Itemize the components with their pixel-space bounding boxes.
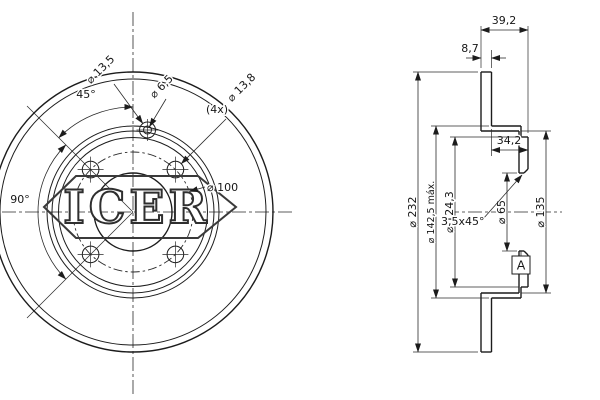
dia-135-label: ⌀ 135 [534,196,547,227]
bolthole-leader [180,118,227,165]
outer-rim-inner-circle [0,78,267,346]
icer-watermark: ICER [42,175,238,239]
dia-6-5-label: ⌀ 6,5 [147,72,176,101]
front-view: ICER 45° 90° ⌀ 13,5 ⌀ 6,5 (4x) ⌀ 13,8 ⌀ … [0,12,294,396]
locating-pin-hole [136,119,159,141]
logo-lens-outline [42,175,238,239]
angle-90-arc [37,144,67,280]
datum-a: A [511,251,531,275]
chamfer-leader [482,174,523,220]
dia-142-label: ⌀ 142,5 máx. [426,181,437,244]
dia-232-label: ⌀ 232 [406,196,419,227]
bore-chamfer-bottom [523,250,529,256]
dia-65-label: ⌀ 65 [495,200,508,224]
outer-diameter-circle [0,71,274,353]
bolt-circle-leader [188,186,206,193]
section-view: 39,2 8,7 34,2 ⌀ 232 ⌀ 142,5 máx. ⌀ 124,3… [405,13,562,353]
chamfer-label: 3,5x45° [441,215,485,228]
bolt-circle [72,151,194,273]
overall-width-label: 39,2 [492,14,517,27]
logo-wordmark: ICER [63,180,210,234]
pinhole-leader [149,98,167,128]
dia-13-5-label: ⌀ 13,5 [84,53,118,87]
bore-chamfer-top [523,168,529,174]
angle-90-label: 90° [10,193,30,206]
counterbore-leader [113,83,144,124]
angle-45-arc [58,104,134,139]
datum-label: A [517,258,526,273]
hat-depth-label: 34,2 [497,134,522,147]
dia-100-label: ⌀ 100 [207,181,238,194]
dia-13-8-label: ⌀ 13,8 [225,71,259,105]
datum-box [511,255,531,275]
angle-45-label: 45° [76,88,96,101]
dia-124-label: ⌀ 124,3 [443,191,456,233]
bolt-count-label: (4x) [206,103,228,116]
bolt-holes [77,156,189,268]
friction-ring-outline [480,71,493,353]
disc-thickness-label: 8,7 [461,42,479,55]
center-bore-circle [93,172,173,252]
